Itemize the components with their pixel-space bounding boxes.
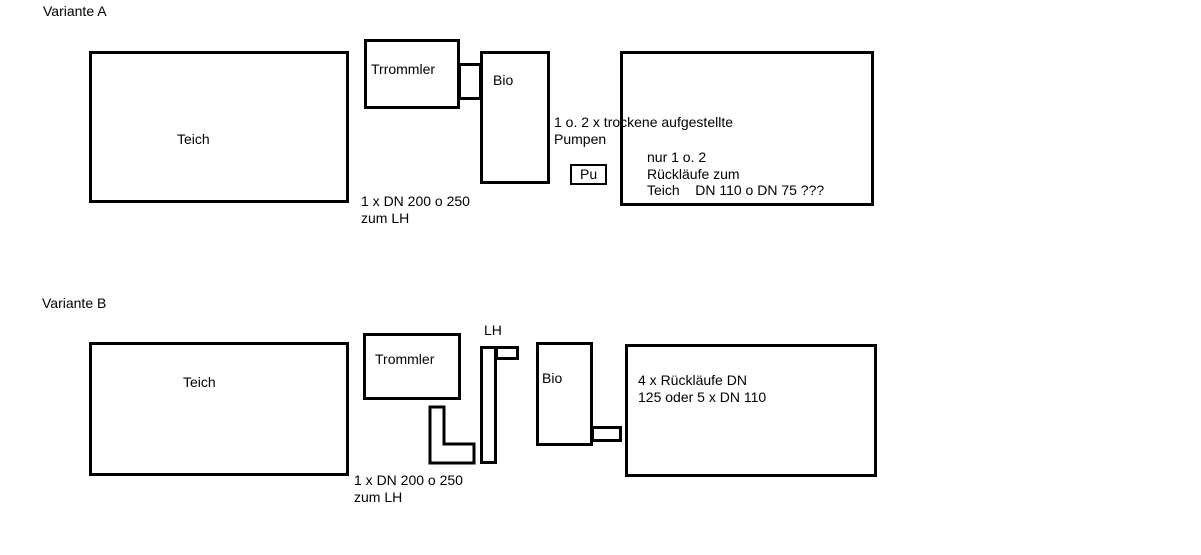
variant-b-teich-label: Teich [183,374,216,390]
variant-a-pumpen-line2: Pumpen [554,131,607,147]
variant-a-pump-box [570,164,607,185]
variant-a-ruecklauf-line1: nur 1 o. 2 [647,149,707,165]
variant-a-ruecklauf-box [620,51,874,206]
variant-b-lh-column [480,346,497,464]
variant-a-trommler-label: Trrommler [371,61,436,77]
variant-a-ruecklauf-line3: Teich DN 110 o DN 75 ??? [647,182,825,198]
variant-a-dn-line1: 1 x DN 200 o 250 [361,193,470,209]
variant-a-bio-label: Bio [493,72,514,88]
variant-a-bio-box [480,51,550,184]
variant-b-trommler-box [363,333,461,400]
variant-b-connector [591,426,622,442]
variant-a-pumpen-line1: 1 o. 2 x trockene aufgestellte [554,114,733,130]
variant-b-ruecklauf-line1: 4 x Rückläufe DN [638,372,747,388]
variant-b-lh-label: LH [484,322,502,338]
variant-a-pump-label: Pu [580,166,598,182]
variant-b-lh-arm [495,346,519,360]
variant-b-l-pipe [428,405,476,465]
variant-a-ruecklauf-line2: Rückläufe zum [647,166,740,182]
variant-b-dn-line2: zum LH [354,489,403,505]
variant-b-teich-box [89,342,349,476]
variant-b-dn-line1: 1 x DN 200 o 250 [354,472,463,488]
variant-b-bio-label: Bio [542,370,563,386]
variant-b-bio-box [536,342,593,446]
variant-a-teich-box [89,51,349,203]
variant-a-teich-label: Teich [177,131,210,147]
variant-b-ruecklauf-box [625,344,877,477]
variant-b-title: Variante B [42,295,107,311]
variant-a-title: Variante A [43,3,107,19]
variant-b-trommler-label: Trommler [375,351,435,367]
variant-a-dn-line2: zum LH [361,210,410,226]
variant-b-ruecklauf-line2: 125 oder 5 x DN 110 [638,389,767,405]
